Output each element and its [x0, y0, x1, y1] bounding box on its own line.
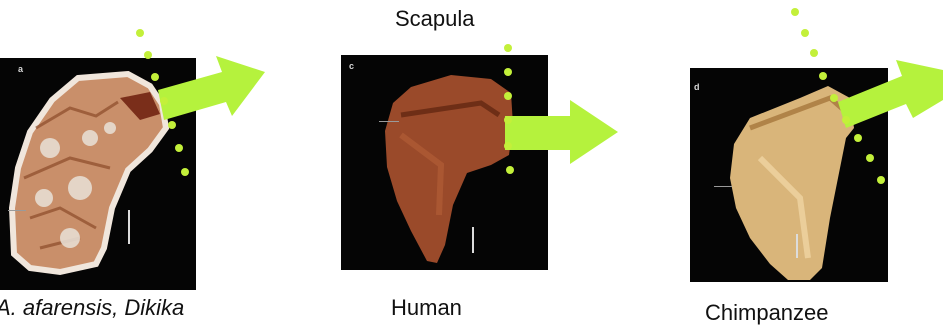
dotted-line-human: [504, 44, 514, 174]
caption-human: Human: [391, 295, 462, 321]
caption-afarensis: A. afarensis, Dikika: [0, 295, 184, 321]
arrow-right-icon: [838, 60, 943, 128]
arrow-right-icon: [505, 100, 618, 164]
arrow-right-icon: [158, 56, 265, 120]
caption-chimpanzee: Chimpanzee: [705, 300, 829, 326]
